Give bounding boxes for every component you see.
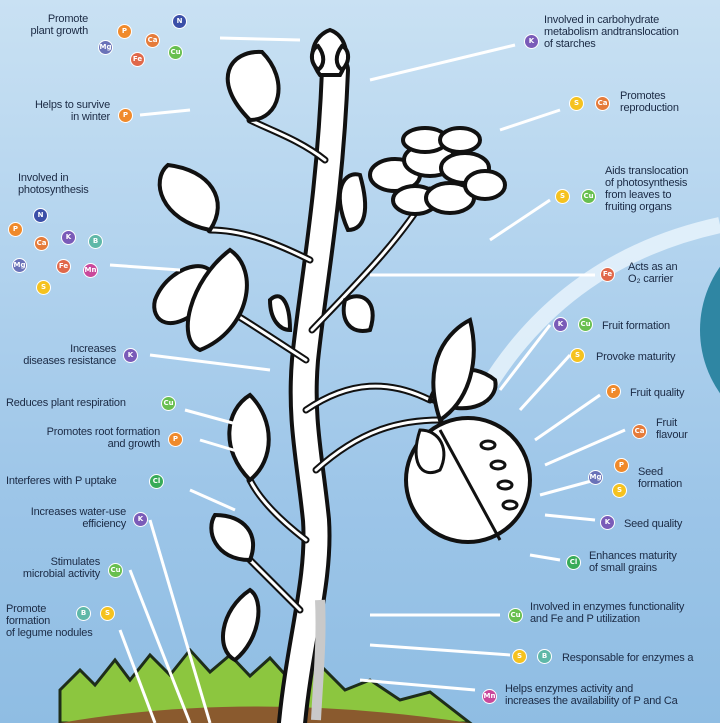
- nutrient-badge-cu: Cu: [161, 396, 176, 411]
- nutrient-badge-ca: Ca: [145, 33, 160, 48]
- label-enzymes-functionality: Involved in enzymes functionality and Fe…: [530, 601, 684, 625]
- nutrient-badge-p: P: [117, 24, 132, 39]
- nutrient-badge-cu: Cu: [168, 45, 183, 60]
- label-o2-carrier: Acts as an O₂ carrier: [628, 261, 677, 285]
- nutrient-badge-cu: Cu: [578, 317, 593, 332]
- nutrient-badge-p: P: [8, 222, 23, 237]
- label-aids-translocation: Aids translocation of photosynthesis fro…: [605, 165, 688, 213]
- nutrient-badge-k: K: [133, 512, 148, 527]
- label-photosynthesis: Involved in photosynthesis: [18, 172, 89, 196]
- nutrient-badge-k: K: [600, 515, 615, 530]
- label-carbohydrate-metabolism: Involved in carbohydrate metabolism andt…: [544, 14, 679, 50]
- stem-shade: [316, 600, 321, 720]
- nutrient-badge-s: S: [612, 483, 627, 498]
- label-fruit-flavour: Fruit flavour: [656, 417, 688, 441]
- label-maturity-small-grains: Enhances maturity of small grains: [589, 550, 677, 574]
- nutrient-badge-ca: Ca: [632, 424, 647, 439]
- highlight-swoosh: [480, 225, 720, 400]
- nutrient-badge-mn: Mn: [482, 689, 497, 704]
- label-disease-resistance: Increases diseases resistance: [4, 343, 116, 367]
- nutrient-badge-s: S: [512, 649, 527, 664]
- teal-disc: [700, 220, 720, 440]
- fruit: [406, 418, 530, 542]
- nutrient-badge-mg: Mg: [98, 40, 113, 55]
- label-fruit-formation: Fruit formation: [602, 320, 670, 332]
- nutrient-badge-ca: Ca: [34, 236, 49, 251]
- label-fruit-quality: Fruit quality: [630, 387, 684, 399]
- nutrient-badge-cl: Cl: [149, 474, 164, 489]
- nutrient-badge-ca: Ca: [595, 96, 610, 111]
- flower-bud: [312, 30, 348, 75]
- label-enzymes-responsible: Responsable for enzymes a: [562, 652, 693, 664]
- nutrient-badge-cu: Cu: [581, 189, 596, 204]
- nutrient-badge-n: N: [33, 208, 48, 223]
- nutrient-badge-s: S: [36, 280, 51, 295]
- nutrient-badge-n: N: [172, 14, 187, 29]
- nutrient-badge-fe: Fe: [600, 267, 615, 282]
- nutrient-badge-mn: Mn: [83, 263, 98, 278]
- label-enzymes-activity: Helps enzymes activity and increases the…: [505, 683, 678, 707]
- label-provoke-maturity: Provoke maturity: [596, 351, 675, 363]
- nutrient-badge-cu: Cu: [508, 608, 523, 623]
- label-interferes-p-uptake: Interferes with P uptake: [6, 475, 117, 487]
- nutrient-badge-s: S: [569, 96, 584, 111]
- nutrient-badge-b: B: [537, 649, 552, 664]
- nutrient-badge-s: S: [570, 348, 585, 363]
- label-seed-formation: Seed formation: [638, 466, 682, 490]
- nutrient-badge-s: S: [555, 189, 570, 204]
- nutrient-badge-mg: Mg: [588, 470, 603, 485]
- nutrient-badge-b: B: [76, 606, 91, 621]
- nutrient-badge-p: P: [118, 108, 133, 123]
- flower-cluster: [370, 128, 505, 214]
- nutrient-badge-fe: Fe: [56, 259, 71, 274]
- label-promotes-reproduction: Promotes reproduction: [620, 90, 679, 114]
- nutrient-badge-p: P: [168, 432, 183, 447]
- nutrient-badge-mg: Mg: [12, 258, 27, 273]
- nutrient-badge-p: P: [614, 458, 629, 473]
- nutrient-badge-s: S: [100, 606, 115, 621]
- nutrient-badge-b: B: [88, 234, 103, 249]
- nutrient-badge-p: P: [606, 384, 621, 399]
- label-water-use: Increases water-use efficiency: [4, 506, 126, 530]
- label-root-formation: Promotes root formation and growth: [4, 426, 160, 450]
- label-reduces-respiration: Reduces plant respiration: [6, 397, 126, 409]
- label-survive-winter: Helps to survive in winter: [14, 99, 110, 123]
- nutrient-badge-cl: Cl: [566, 555, 581, 570]
- nutrient-badge-k: K: [61, 230, 76, 245]
- nutrient-badge-k: K: [524, 34, 539, 49]
- nutrient-badge-fe: Fe: [130, 52, 145, 67]
- nutrient-badge-k: K: [123, 348, 138, 363]
- nutrient-badge-k: K: [553, 317, 568, 332]
- label-seed-quality: Seed quality: [624, 518, 682, 530]
- nutrient-badge-cu: Cu: [108, 563, 123, 578]
- label-microbial-activity: Stimulates microbial activity: [4, 556, 100, 580]
- label-promote-plant-growth: Promote plant growth: [14, 13, 88, 37]
